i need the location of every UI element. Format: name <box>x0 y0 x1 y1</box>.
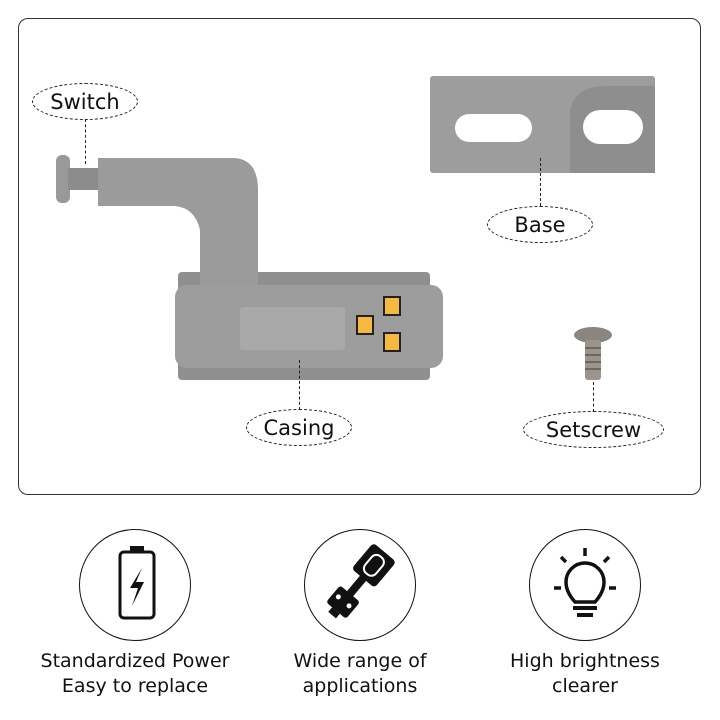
switch-label: Switch <box>32 83 138 120</box>
setscrew-leader-line <box>593 382 594 412</box>
setscrew-part <box>574 327 612 380</box>
feature-brightness-line2: clearer <box>552 675 618 697</box>
product-illustration <box>56 76 655 380</box>
hinge-icon <box>327 544 395 619</box>
base-label: Base <box>487 206 593 243</box>
feature-applications-line2: applications <box>302 675 418 697</box>
feature-brightness <box>529 529 641 641</box>
setscrew-label: Setscrew <box>523 411 664 448</box>
battery-charge-icon <box>118 546 156 620</box>
base-part <box>430 76 655 173</box>
casing-label: Casing <box>246 409 352 446</box>
hinge-light-body <box>56 155 443 380</box>
switch-leader-line <box>85 119 86 164</box>
feature-power <box>79 529 191 641</box>
feature-brightness-line1: High brightness <box>510 650 660 672</box>
base-leader-line <box>540 158 541 206</box>
casing-leader-line <box>299 360 300 410</box>
feature-applications <box>304 529 416 641</box>
feature-power-line2: Easy to replace <box>61 675 209 697</box>
feature-applications-text: Wide range of applications <box>240 649 480 699</box>
feature-power-text: Standardized Power Easy to replace <box>15 649 255 699</box>
product-diagram-panel <box>18 18 701 495</box>
feature-brightness-text: High brightness clearer <box>465 649 705 699</box>
feature-power-line1: Standardized Power <box>40 650 230 672</box>
feature-applications-line1: Wide range of <box>293 650 427 672</box>
light-bulb-icon <box>554 548 616 617</box>
